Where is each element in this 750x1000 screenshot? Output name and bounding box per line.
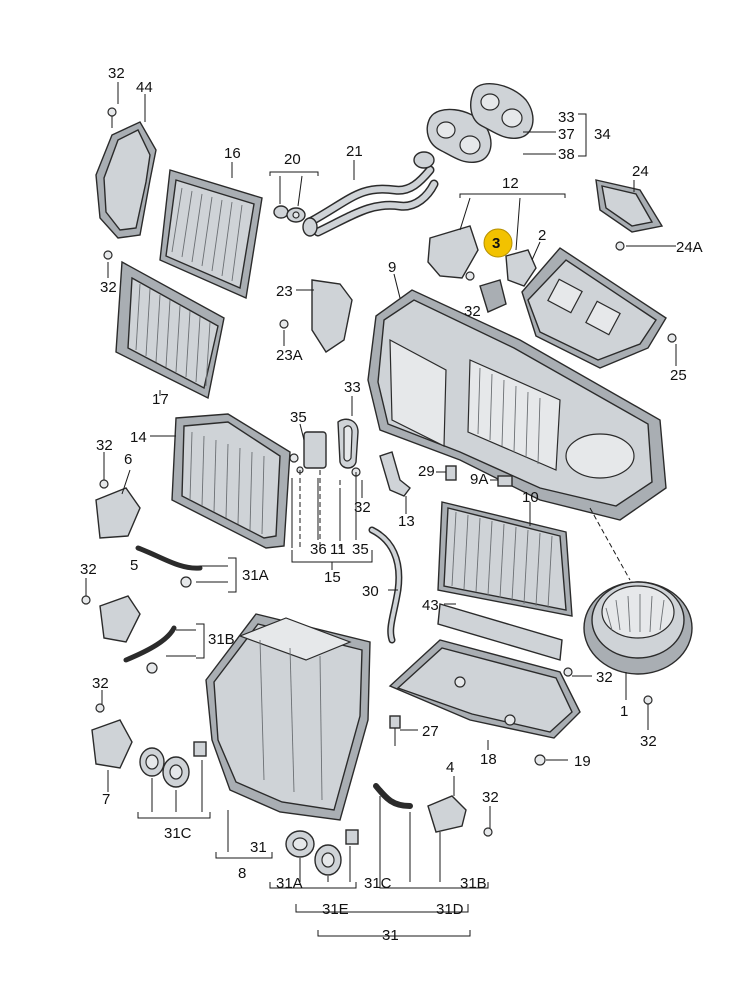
callout-21: 21 (346, 143, 363, 160)
callout-31E: 31E (322, 901, 349, 918)
callout-18: 18 (480, 751, 497, 768)
callout-38: 38 (558, 146, 575, 163)
callout-31A: 31A (276, 875, 303, 892)
callout-12: 12 (502, 175, 519, 192)
callout-23: 23 (276, 283, 293, 300)
callout-2: 2 (538, 227, 547, 244)
part-7-actuator (91, 703, 133, 769)
part-20-clips (273, 205, 306, 223)
part-31C-gears (139, 741, 207, 788)
callout-17: 17 (152, 391, 169, 408)
callout-43: 43 (422, 597, 439, 614)
part-29-bolt (445, 465, 457, 481)
part-9A-clip (497, 475, 513, 487)
callout-32: 32 (464, 303, 481, 320)
callout-3-highlighted: 3 (492, 235, 501, 252)
callout-32: 32 (100, 279, 117, 296)
group-braces (137, 113, 587, 937)
callout-29: 29 (418, 463, 435, 480)
callout-33: 33 (558, 109, 575, 126)
callout-34: 34 (594, 126, 611, 143)
callout-32: 32 (482, 789, 499, 806)
callout-35: 35 (290, 409, 307, 426)
part-18-cover-tray (388, 639, 581, 766)
part-24-bracket (595, 179, 664, 251)
part-2-distribution-housing (521, 247, 677, 369)
callout-37: 37 (558, 126, 575, 143)
callout-7: 7 (102, 791, 111, 808)
callout-14: 14 (130, 429, 147, 446)
callout-23A: 23A (276, 347, 303, 364)
callout-32: 32 (354, 499, 371, 516)
callout-33: 33 (344, 379, 361, 396)
callout-31: 31 (382, 927, 399, 944)
callout-31C: 31C (164, 825, 192, 842)
callout-8: 8 (238, 865, 247, 882)
part-35-expansion-valve (289, 431, 327, 474)
callout-15: 15 (324, 569, 341, 586)
callout-9: 9 (388, 259, 397, 276)
callout-36: 36 (310, 541, 327, 558)
part-31E-gears (285, 829, 359, 876)
part-14-evaporator (171, 413, 291, 549)
callout-4: 4 (446, 759, 455, 776)
part-37-38-seals (426, 83, 534, 164)
part-6-actuator (95, 479, 141, 539)
part-4-actuator (427, 795, 493, 837)
callout-31D: 31D (436, 901, 464, 918)
callout-32: 32 (96, 437, 113, 454)
callout-16: 16 (224, 145, 241, 162)
part-10-pollen-filter (437, 501, 573, 617)
callout-5: 5 (130, 557, 139, 574)
callout-30: 30 (362, 583, 379, 600)
part-5-linkage (81, 545, 203, 674)
part-31D-link (373, 783, 413, 809)
callout-1: 1 (620, 703, 629, 720)
part-27-screw (389, 715, 401, 746)
callout-6: 6 (124, 451, 133, 468)
leader-lines (85, 82, 677, 828)
callout-35: 35 (352, 541, 369, 558)
part-21-refrigerant-pipes (302, 151, 439, 237)
part-23-bracket (279, 279, 353, 353)
callout-44: 44 (136, 79, 153, 96)
callout-24A: 24A (676, 239, 703, 256)
callout-32: 32 (80, 561, 97, 578)
callout-31A: 31A (242, 567, 269, 584)
callout-31C: 31C (364, 875, 392, 892)
highlight-marker (483, 228, 513, 258)
part-16-cabin-filter (159, 169, 263, 300)
part-17-heat-exchanger (115, 260, 225, 400)
callout-31B: 31B (208, 631, 235, 648)
callout-32: 32 (596, 669, 613, 686)
part-12-actuators (427, 225, 537, 313)
part-43-seal-strip (437, 603, 563, 661)
callout-27: 27 (422, 723, 439, 740)
callout-19: 19 (574, 753, 591, 770)
callout-10: 10 (522, 489, 539, 506)
callout-32: 32 (640, 733, 657, 750)
part-1-blower-motor (563, 581, 693, 705)
callout-32: 32 (92, 675, 109, 692)
callout-32: 32 (108, 65, 125, 82)
part-44-bracket (95, 107, 157, 260)
callout-13: 13 (398, 513, 415, 530)
callout-25: 25 (670, 367, 687, 384)
part-13-fitting (351, 451, 411, 497)
part-33-gasket (337, 418, 359, 469)
callout-31B: 31B (460, 875, 487, 892)
callout-11: 11 (330, 541, 346, 558)
part-30-drain-hose (368, 526, 403, 644)
part-9-main-housing (367, 289, 667, 521)
callout-24: 24 (632, 163, 649, 180)
callout-9A: 9A (470, 471, 489, 488)
part-8-lower-housing (205, 613, 371, 821)
callout-20: 20 (284, 151, 301, 168)
callout-31: 31 (250, 839, 267, 856)
